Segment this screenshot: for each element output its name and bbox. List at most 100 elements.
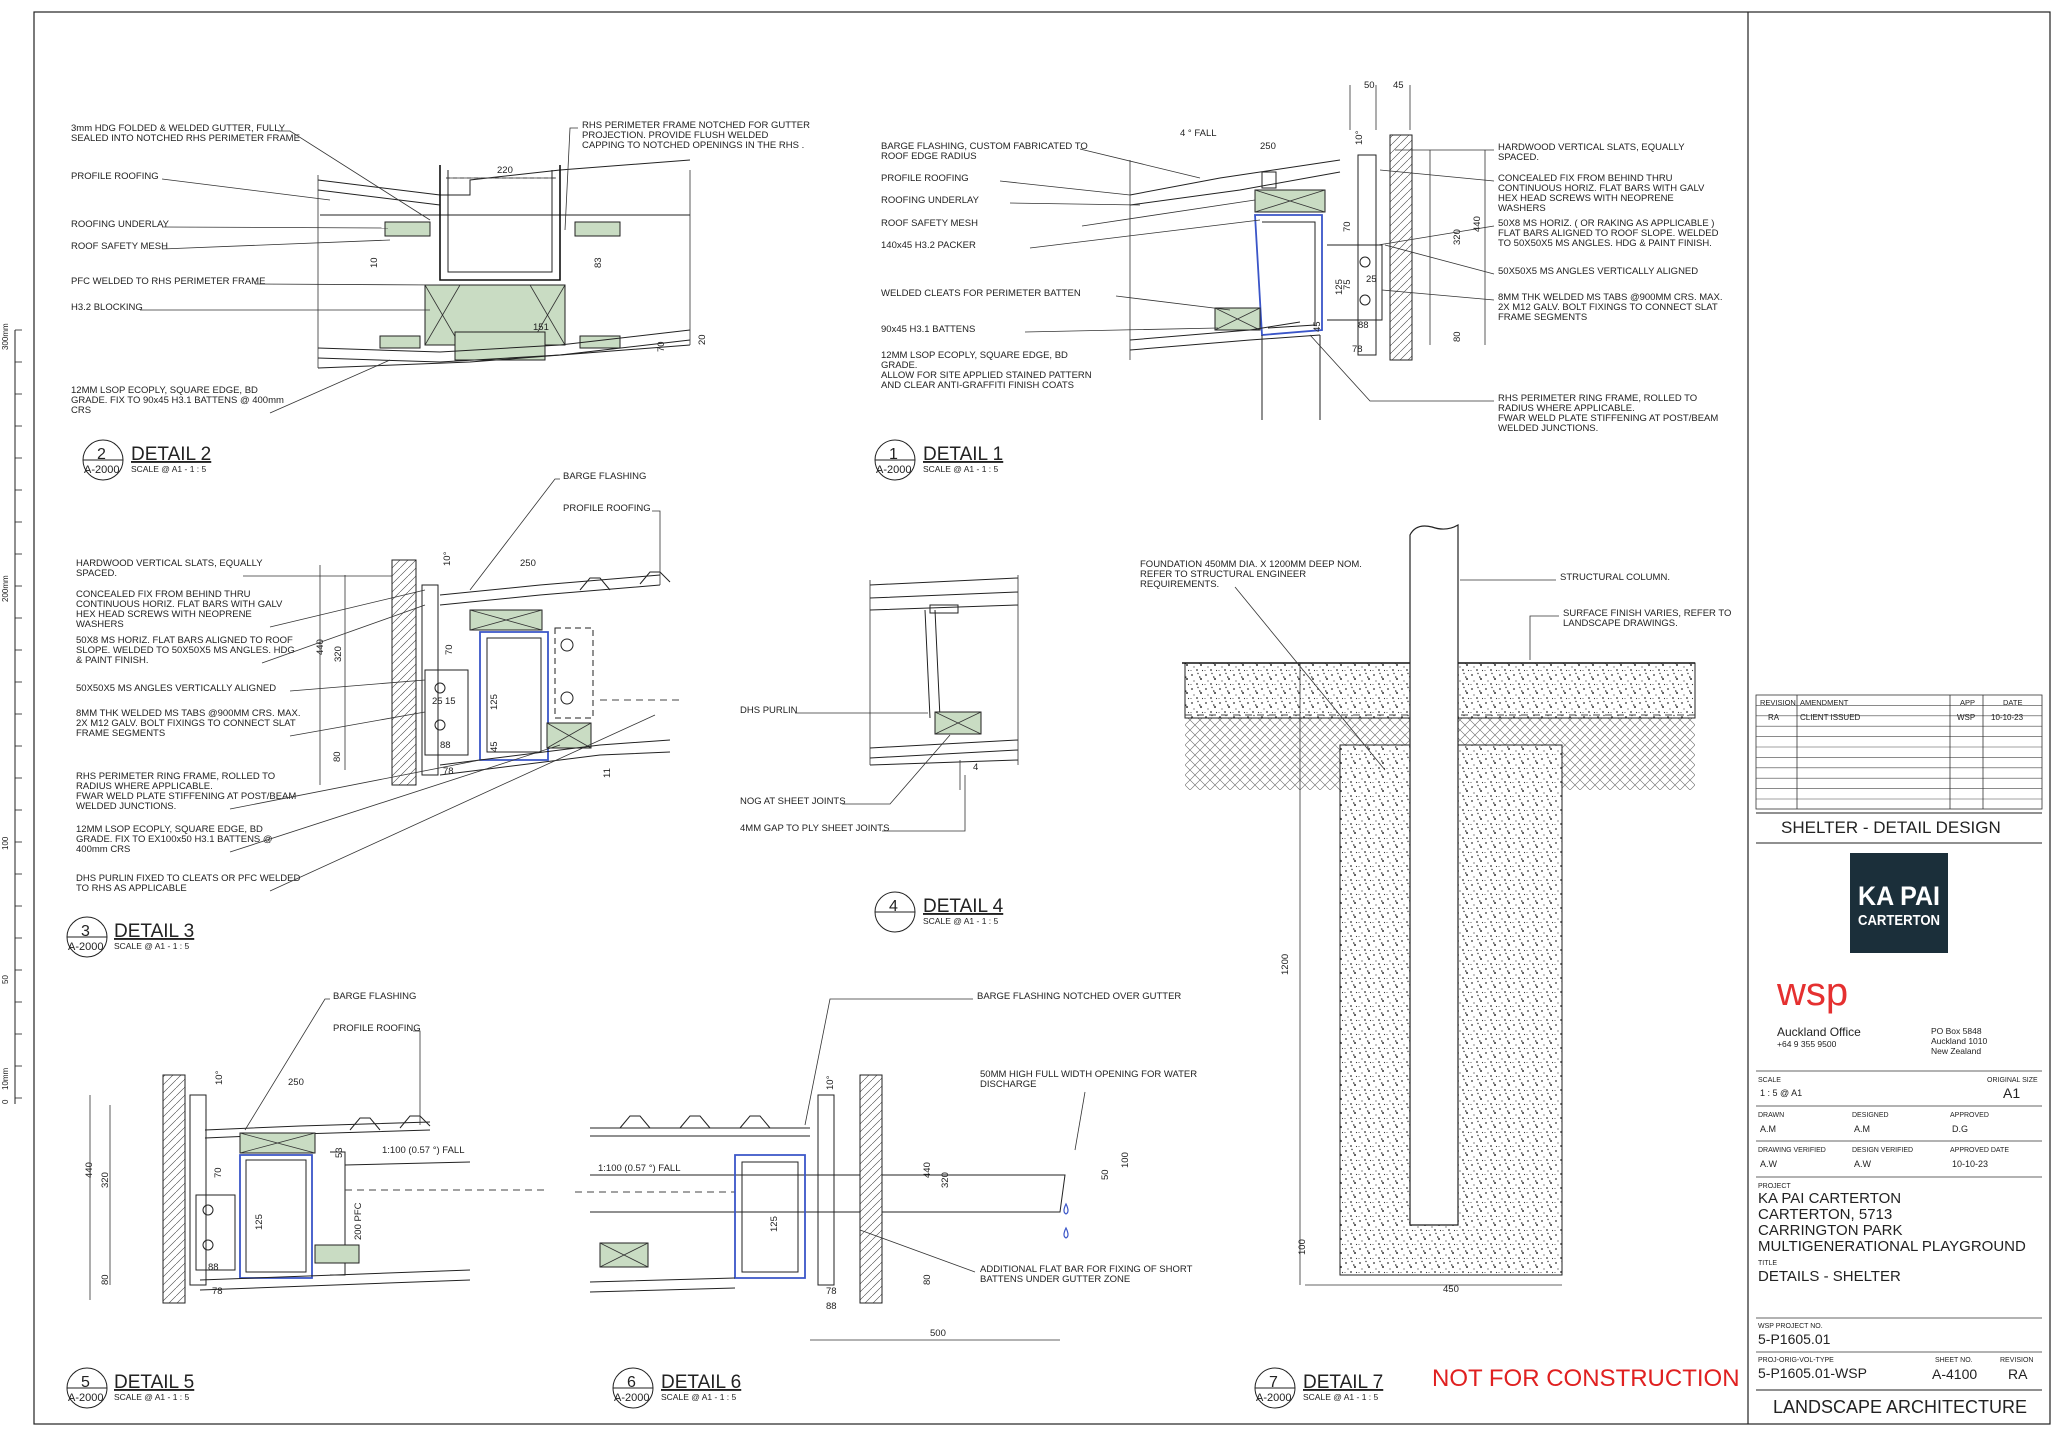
detail-5-dim-440: 440 (84, 1162, 95, 1178)
detail-2-note: PFC WELDED TO RHS PERIMETER FRAME (71, 276, 265, 287)
office-address: New Zealand (1931, 1046, 1981, 1056)
detail-6-dim-320: 320 (940, 1172, 951, 1188)
detail-3-drawing (319, 559, 680, 786)
detail-6-dim-80: 80 (922, 1274, 933, 1285)
detail-1-dim-45b: 45 (1312, 321, 1323, 332)
detail-3-dim-25: 25 (432, 696, 443, 707)
detail-2-ref: A-2000 (84, 464, 119, 476)
detail-4-drawing (869, 575, 1019, 790)
detail-1-note: 90x45 H3.1 BATTENS (881, 324, 975, 335)
detail-5: 10° 250 440 320 70 53 1:100 (0.57 °) FAL… (66, 991, 545, 1409)
detail-1-dim-80: 80 (1452, 331, 1463, 342)
detail-3-note: 400mm CRS (76, 844, 130, 855)
detail-6-note: BARGE FLASHING NOTCHED OVER GUTTER (977, 991, 1181, 1002)
detail-6-scale: SCALE @ A1 - 1 : 5 (661, 1392, 737, 1402)
detail-1-note: AND CLEAR ANTI-GRAFFITI FINISH COATS (881, 380, 1074, 391)
detail-5-number: 5 (81, 1374, 90, 1391)
detail-5-dim-10deg: 10° (214, 1070, 225, 1085)
project-line: MULTIGENERATIONAL PLAYGROUND (1758, 1238, 2026, 1255)
detail-2-note: PROJECTION. PROVIDE FLUSH WELDED (582, 130, 768, 141)
detail-2-note: RHS PERIMETER FRAME NOTCHED FOR GUTTER (582, 120, 810, 131)
revision-label: REVISION (2000, 1357, 2033, 1364)
discipline: LANDSCAPE ARCHITECTURE (1773, 1397, 2027, 1417)
detail-1-title: DETAIL 1 (923, 444, 1003, 465)
detail-1-ref: A-2000 (876, 464, 911, 476)
detail-6: 10° 1:100 (0.57 °) FALL 440 320 125 80 7… (575, 991, 1197, 1409)
detail-1-leaders (999, 148, 1495, 402)
detail-3-dim-250: 250 (520, 558, 536, 569)
detail-1-dim-88: 88 (1358, 320, 1369, 331)
detail-1-notes-left: BARGE FLASHING, CUSTOM FABRICATED TO ROO… (881, 141, 1092, 391)
detail-1-dim-70: 70 (1342, 221, 1353, 232)
detail-2-dim-83: 83 (593, 257, 604, 268)
project-line: CARRINGTON PARK (1758, 1222, 1902, 1239)
detail-7-note: STRUCTURAL COLUMN. (1560, 572, 1670, 583)
detail-7-note: SURFACE FINISH VARIES, REFER TO (1563, 608, 1731, 619)
detail-7-note: FOUNDATION 450MM DIA. X 1200MM DEEP NOM. (1140, 559, 1362, 570)
detail-1: 50 45 4 ° FALL 250 10° 320 440 70 125 25… (874, 80, 1723, 481)
detail-1-dim-50: 50 (1364, 80, 1375, 91)
detail-1-note: WELDED CLEATS FOR PERIMETER BATTEN (881, 288, 1081, 299)
detail-1-dim-250: 250 (1260, 141, 1276, 152)
detail-1-dim-125: 125 (1334, 279, 1345, 295)
detail-5-dim-250: 250 (288, 1077, 304, 1088)
office-address: PO Box 5848 (1931, 1026, 1982, 1036)
detail-2-note: PROFILE ROOFING (71, 171, 159, 182)
detail-7-number: 7 (1269, 1374, 1278, 1391)
original-size-label: ORIGINAL SIZE (1987, 1077, 2038, 1084)
detail-6-note: DISCHARGE (980, 1079, 1036, 1090)
detail-3-dim-15: 15 (445, 696, 456, 707)
detail-3-scale: SCALE @ A1 - 1 : 5 (114, 941, 190, 951)
detail-7-note: REQUIREMENTS. (1140, 579, 1219, 590)
detail-4-note: DHS PURLIN (740, 705, 798, 716)
detail-3-dim-78: 78 (443, 766, 454, 777)
detail-6-ref: A-2000 (614, 1392, 649, 1404)
detail-3-note: TO RHS AS APPLICABLE (76, 883, 187, 894)
detail-5-dim-320: 320 (100, 1172, 111, 1188)
detail-3-note: SLOPE. WELDED TO 50X50X5 MS ANGLES. HDG (76, 645, 295, 656)
detail-2-dim-151: 151 (533, 322, 549, 333)
office-name: Auckland Office (1777, 1025, 1861, 1039)
client-logo-line1: KA PAI (1858, 881, 1940, 911)
revision-row-app: WSP (1957, 713, 1975, 722)
detail-1-note: CONTINUOUS HORIZ. FLAT BARS WITH GALV (1498, 183, 1705, 194)
detail-6-dim-88: 88 (826, 1301, 837, 1312)
detail-3-note: 12MM LSOP ECOPLY, SQUARE EDGE, BD (76, 824, 263, 835)
detail-2-dim-10: 10 (369, 257, 380, 268)
title-value: DETAILS - SHELTER (1758, 1268, 1901, 1285)
detail-3-leaders (229, 478, 661, 892)
detail-1-note: ROOF SAFETY MESH (881, 218, 978, 229)
detail-3-note: BARGE FLASHING (563, 471, 646, 482)
scale-label-300: 300mm (1, 323, 10, 350)
detail-3-note: RHS PERIMETER RING FRAME, ROLLED TO (76, 771, 275, 782)
client-logo-line2: CARTERTON (1858, 912, 1940, 929)
original-size-value: A1 (2003, 1085, 2020, 1101)
detail-3-note: GRADE. FIX TO EX100x50 H3.1 BATTENS @ (76, 834, 273, 845)
detail-4-dim-4: 4 (973, 762, 978, 773)
detail-1-note: 12MM LSOP ECOPLY, SQUARE EDGE, BD (881, 350, 1068, 361)
scale-label-100: 100 (1, 836, 10, 850)
detail-3-dim-88: 88 (440, 740, 451, 751)
detail-1-note: ROOFING UNDERLAY (881, 195, 980, 206)
detail-2-note: ROOF SAFETY MESH (71, 241, 168, 252)
detail-2-drawing (317, 159, 691, 369)
detail-3-dim-440: 440 (315, 639, 326, 655)
approved-date-value: 10-10-23 (1952, 1159, 1988, 1169)
detail-4-title: DETAIL 4 (923, 896, 1004, 917)
proj-orig-value: 5-P1605.01-WSP (1758, 1365, 1867, 1381)
wsp-logo: wsp (1776, 970, 1848, 1014)
scale-label-10: 10mm (1, 1067, 10, 1090)
office-phone: +64 9 355 9500 (1777, 1039, 1837, 1049)
detail-3-title: DETAIL 3 (114, 921, 194, 942)
office-address: Auckland 1010 (1931, 1036, 1988, 1046)
detail-2-note: H3.2 BLOCKING (71, 302, 143, 313)
detail-1-note: SPACED. (1498, 152, 1539, 163)
detail-2-note: 3mm HDG FOLDED & WELDED GUTTER, FULLY (71, 123, 286, 134)
design-verified-label: DESIGN VERIFIED (1852, 1147, 1913, 1154)
detail-3-note: WASHERS (76, 619, 124, 630)
detail-1-dim-10deg: 10° (1354, 130, 1365, 145)
detail-1-note: WASHERS (1498, 203, 1546, 214)
sheet-border (33, 11, 2051, 1425)
drawn-value: A.M (1760, 1124, 1776, 1134)
